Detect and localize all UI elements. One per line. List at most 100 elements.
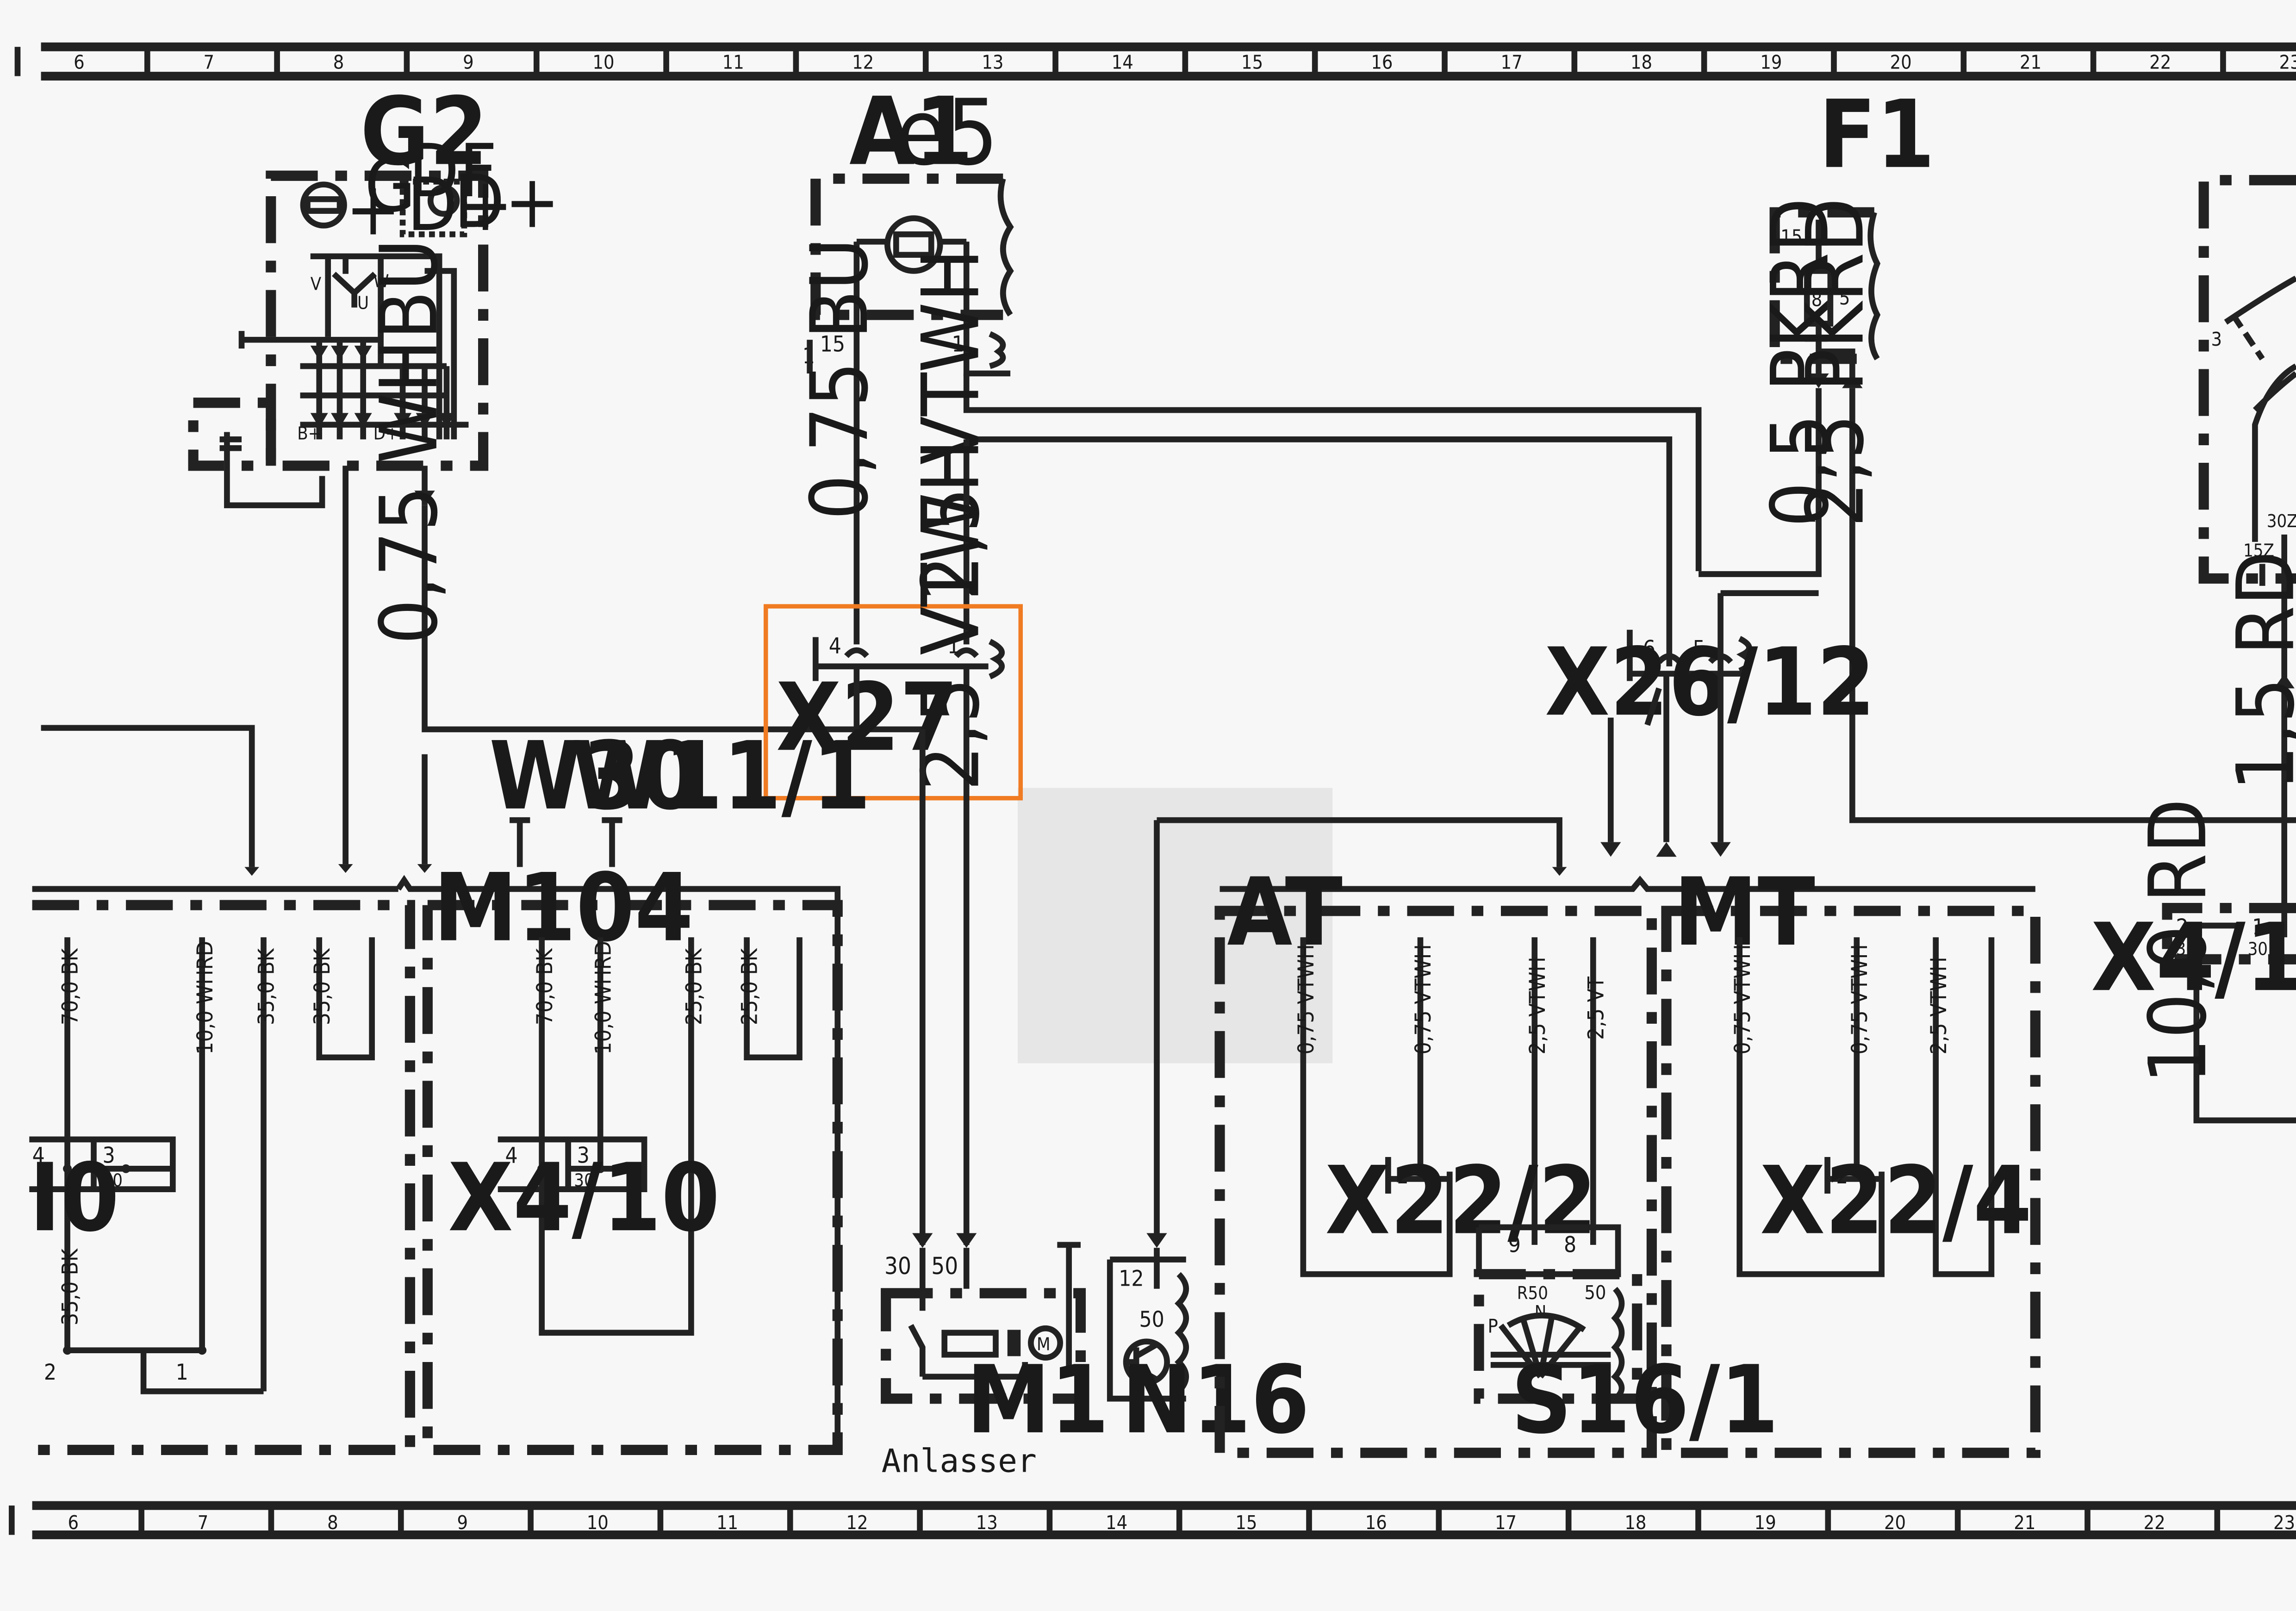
annotation-anlasser: Anlasser: [882, 1442, 1037, 1480]
grid-cell-label: 10: [587, 1511, 609, 1534]
label-w11-1: W11/1: [571, 722, 871, 831]
pin-f1-5: 5: [1839, 287, 1850, 309]
motor-icon: [1028, 1325, 1063, 1361]
pin-s16-n: N: [1535, 1302, 1547, 1322]
grid-cell-label: 22: [2144, 1511, 2165, 1534]
pin-x410m-30: 30: [574, 1170, 594, 1190]
label-x26-12: X26/12: [1545, 628, 1875, 737]
pin-s16-r50: R50: [1517, 1283, 1548, 1303]
label-x4-10-mid: X4/10: [448, 1143, 720, 1252]
pin-m1-30: 30: [884, 1252, 911, 1280]
grid-cell-label: 9: [463, 51, 474, 74]
wire-mt1: 0,75 VTWH: [1730, 944, 1755, 1054]
wire-g2-out: 0,75 WHBU: [363, 239, 455, 645]
wire-mt3: 2,5 VTWH: [1926, 957, 1952, 1054]
component-s16-1: 9 8 R50 N P 50 S16/1: [1474, 1224, 1779, 1455]
grid-cell-label: 23: [2279, 51, 2296, 74]
wire-l5: 35,0 BK: [58, 1248, 83, 1325]
pin-f1-15: 15: [1780, 225, 1802, 248]
grid-cell-label: 16: [1365, 1511, 1387, 1534]
grid-cell-label: 9: [457, 1511, 468, 1534]
left-bus: [32, 466, 843, 1455]
pin-left-3: 3: [102, 1143, 115, 1169]
grid-cell-label: 21: [2020, 51, 2041, 74]
grid-cell-label: 8: [333, 51, 344, 74]
wire-l2: 10,0 WHRD: [193, 941, 218, 1054]
pin-x26-5: 5: [1692, 636, 1705, 662]
pin-x22-2: 2: [1397, 1165, 1408, 1188]
pin-x26-6: 6: [1643, 636, 1655, 662]
label-left-io: I0: [29, 1143, 119, 1252]
grid-cell-label: 6: [74, 51, 85, 74]
grid-cell-label: 20: [1890, 51, 1912, 74]
pin-r-2: 2: [2176, 914, 2189, 940]
pin-g: G: [365, 143, 416, 229]
label-x22-2: X22/2: [1325, 1146, 1597, 1256]
pin-s16-9: 9: [1508, 1232, 1521, 1258]
pin-left-1: 1: [176, 1360, 188, 1385]
pin-bplus: B+: [297, 423, 321, 443]
grid-cell-label: 18: [1624, 1511, 1646, 1534]
grid-cell-label: 7: [203, 51, 214, 74]
label-at: AT: [1227, 858, 1343, 967]
wire-m4: 25,0 BK: [737, 948, 763, 1025]
grid-cell-label: 22: [2149, 51, 2171, 74]
pin-r-15z: 15Z: [2243, 541, 2274, 561]
wire-x27-vtwh: 2,5 VTWH: [905, 439, 997, 791]
grid-cell-label: 14: [1106, 1511, 1127, 1534]
pin-a1-1: 1: [952, 331, 964, 357]
pin-n16-12: 12: [1119, 1266, 1144, 1291]
regulator-icon: [427, 184, 460, 217]
component-f1: F1 15 5 8 0,5 PKRD 2,5 PKRD: [1699, 80, 2296, 823]
component-m104: M104 W30 W11/1 4 3 30 X4/10 70,0 BK 10,0…: [434, 722, 871, 1336]
wire-l3: 35,0 BK: [254, 948, 280, 1025]
wire-a1-vtwh: 2,5 VTWH: [905, 249, 997, 601]
grid-cell-label: 14: [1112, 51, 1133, 74]
pin-r-30a: 30: [2176, 939, 2196, 959]
motor-glyph: M: [1037, 1334, 1050, 1355]
label-m1: M1: [966, 1345, 1109, 1455]
wire-f1-pkrd-1: 0,5 PKRD: [1755, 198, 1847, 527]
pin-a1-15: 15: [820, 331, 845, 357]
wire-l1: 70,0 BK: [58, 948, 83, 1025]
grid-cell-label: 17: [1501, 51, 1523, 74]
grid-cell-label: 8: [327, 1511, 338, 1534]
mt-wires: 2 X22/4 0,75 VTWH 0,75 VTWH 2,5 VTWH: [1730, 937, 2032, 1277]
wire-at1: 0,75 VTWH: [1294, 944, 1319, 1054]
label-a1: A1: [849, 77, 973, 186]
label-x4-10-right: X4/10: [2091, 903, 2296, 1012]
grid-cell-label: 21: [2014, 1511, 2035, 1534]
pin-s16-p: P: [1488, 1315, 1498, 1337]
wire-at4: 2,5 VT: [1583, 976, 1609, 1040]
grid-cell-label: 6: [68, 1511, 79, 1534]
pin-s16-50: 50: [1584, 1281, 1606, 1304]
selector-fan-icon: [1498, 1312, 1586, 1379]
component-g2: G2 G DF D+ D+ + V W U B+ D+ 0,75 WHBU: [188, 77, 926, 865]
generator-icon: [300, 181, 347, 229]
pin-u: U: [357, 293, 369, 313]
label-a1-sub: e5: [896, 80, 998, 186]
wire-right-rd: 1,5 RD: [2220, 551, 2296, 790]
pin-r-3: 3: [2211, 328, 2222, 350]
grid-cell-label: 7: [198, 1511, 209, 1534]
grid-cell-label: 19: [1755, 1511, 1776, 1534]
fuse-rating: 8: [1811, 288, 1823, 311]
pin-dplus-3: D+: [373, 423, 399, 443]
pin-x27-4: 4: [829, 633, 841, 659]
component-right-partial: 3 30Z 15Z 1,5 RD 2 1 30 30 X4/10 10,0 RD: [2091, 175, 2296, 1124]
pin-left-4: 4: [32, 1143, 45, 1169]
wire-at3: 2,5 VTWH: [1525, 957, 1550, 1054]
grid-cell-label: 13: [982, 51, 1003, 74]
pin-x22-4: 2: [1836, 1165, 1848, 1188]
scan-shade: [1017, 788, 1333, 1064]
grid-cell-label: 12: [846, 1511, 868, 1534]
grid-cell-label: 17: [1495, 1511, 1517, 1534]
pin-dplus-1: D+: [407, 162, 513, 248]
rectifier-diodes: [238, 331, 469, 440]
wire-at2: 0,75 VTWH: [1411, 944, 1436, 1054]
pin-x410m-4: 4: [505, 1143, 518, 1169]
label-g2: G2: [360, 77, 488, 186]
